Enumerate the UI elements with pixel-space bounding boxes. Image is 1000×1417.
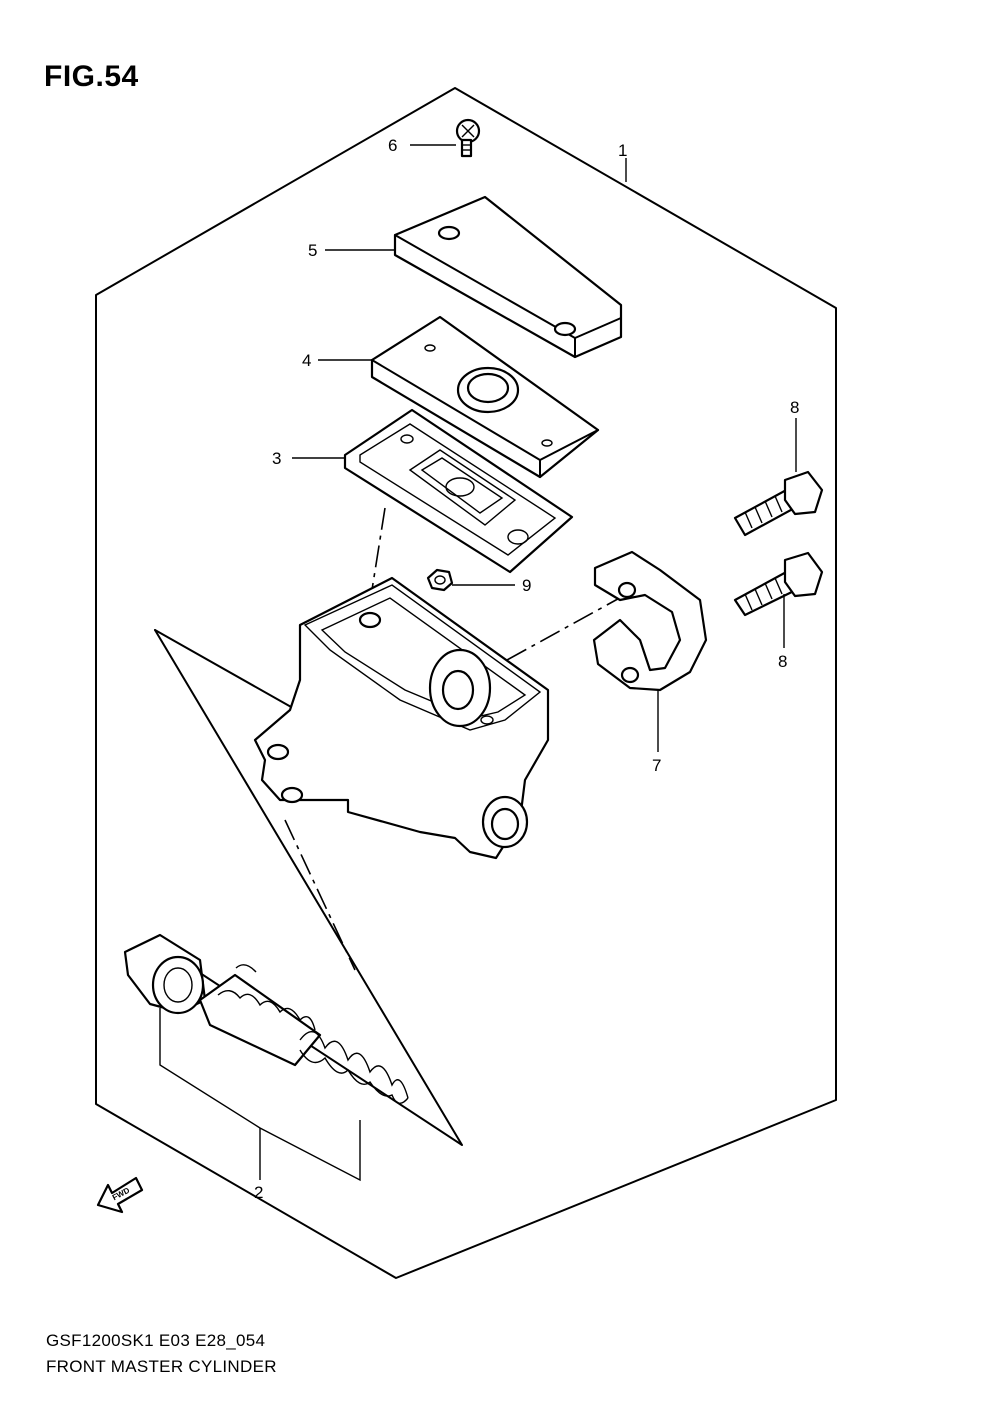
triangle-edge [154, 629, 301, 713]
master-cylinder-body [253, 576, 550, 860]
callout-3: 3 [272, 449, 281, 468]
part-3-diaphragm [343, 408, 574, 574]
callout-8-lower: 8 [778, 652, 787, 671]
callout-7: 7 [652, 756, 661, 775]
callout-2: 2 [254, 1183, 263, 1202]
part-8-bolt-lower [733, 551, 824, 617]
callout-1: 1 [618, 141, 627, 160]
callout-6: 6 [388, 136, 397, 155]
part-9-nut [426, 568, 454, 592]
figure-title: FIG.54 [44, 60, 139, 93]
callout-8-upper: 8 [790, 398, 799, 417]
alignment-line [506, 594, 626, 661]
callout-4: 4 [302, 351, 311, 370]
alignment-line [284, 819, 356, 971]
fwd-arrow-icon: FWD [96, 1176, 144, 1214]
footer-figure-name: FRONT MASTER CYLINDER [46, 1357, 277, 1376]
part-6-screw [455, 118, 481, 158]
part-7-holder [592, 550, 708, 692]
part-4-plate [370, 315, 600, 479]
part-5-reservoir-cap [393, 195, 623, 359]
kit-boundary-outline [95, 87, 837, 1279]
part-2-piston-set [123, 933, 409, 1104]
callout-9: 9 [522, 576, 531, 595]
footer-model-code: GSF1200SK1 E03 E28_054 [46, 1331, 266, 1350]
part-8-bolt-upper [733, 470, 824, 537]
callout-5: 5 [308, 241, 317, 260]
